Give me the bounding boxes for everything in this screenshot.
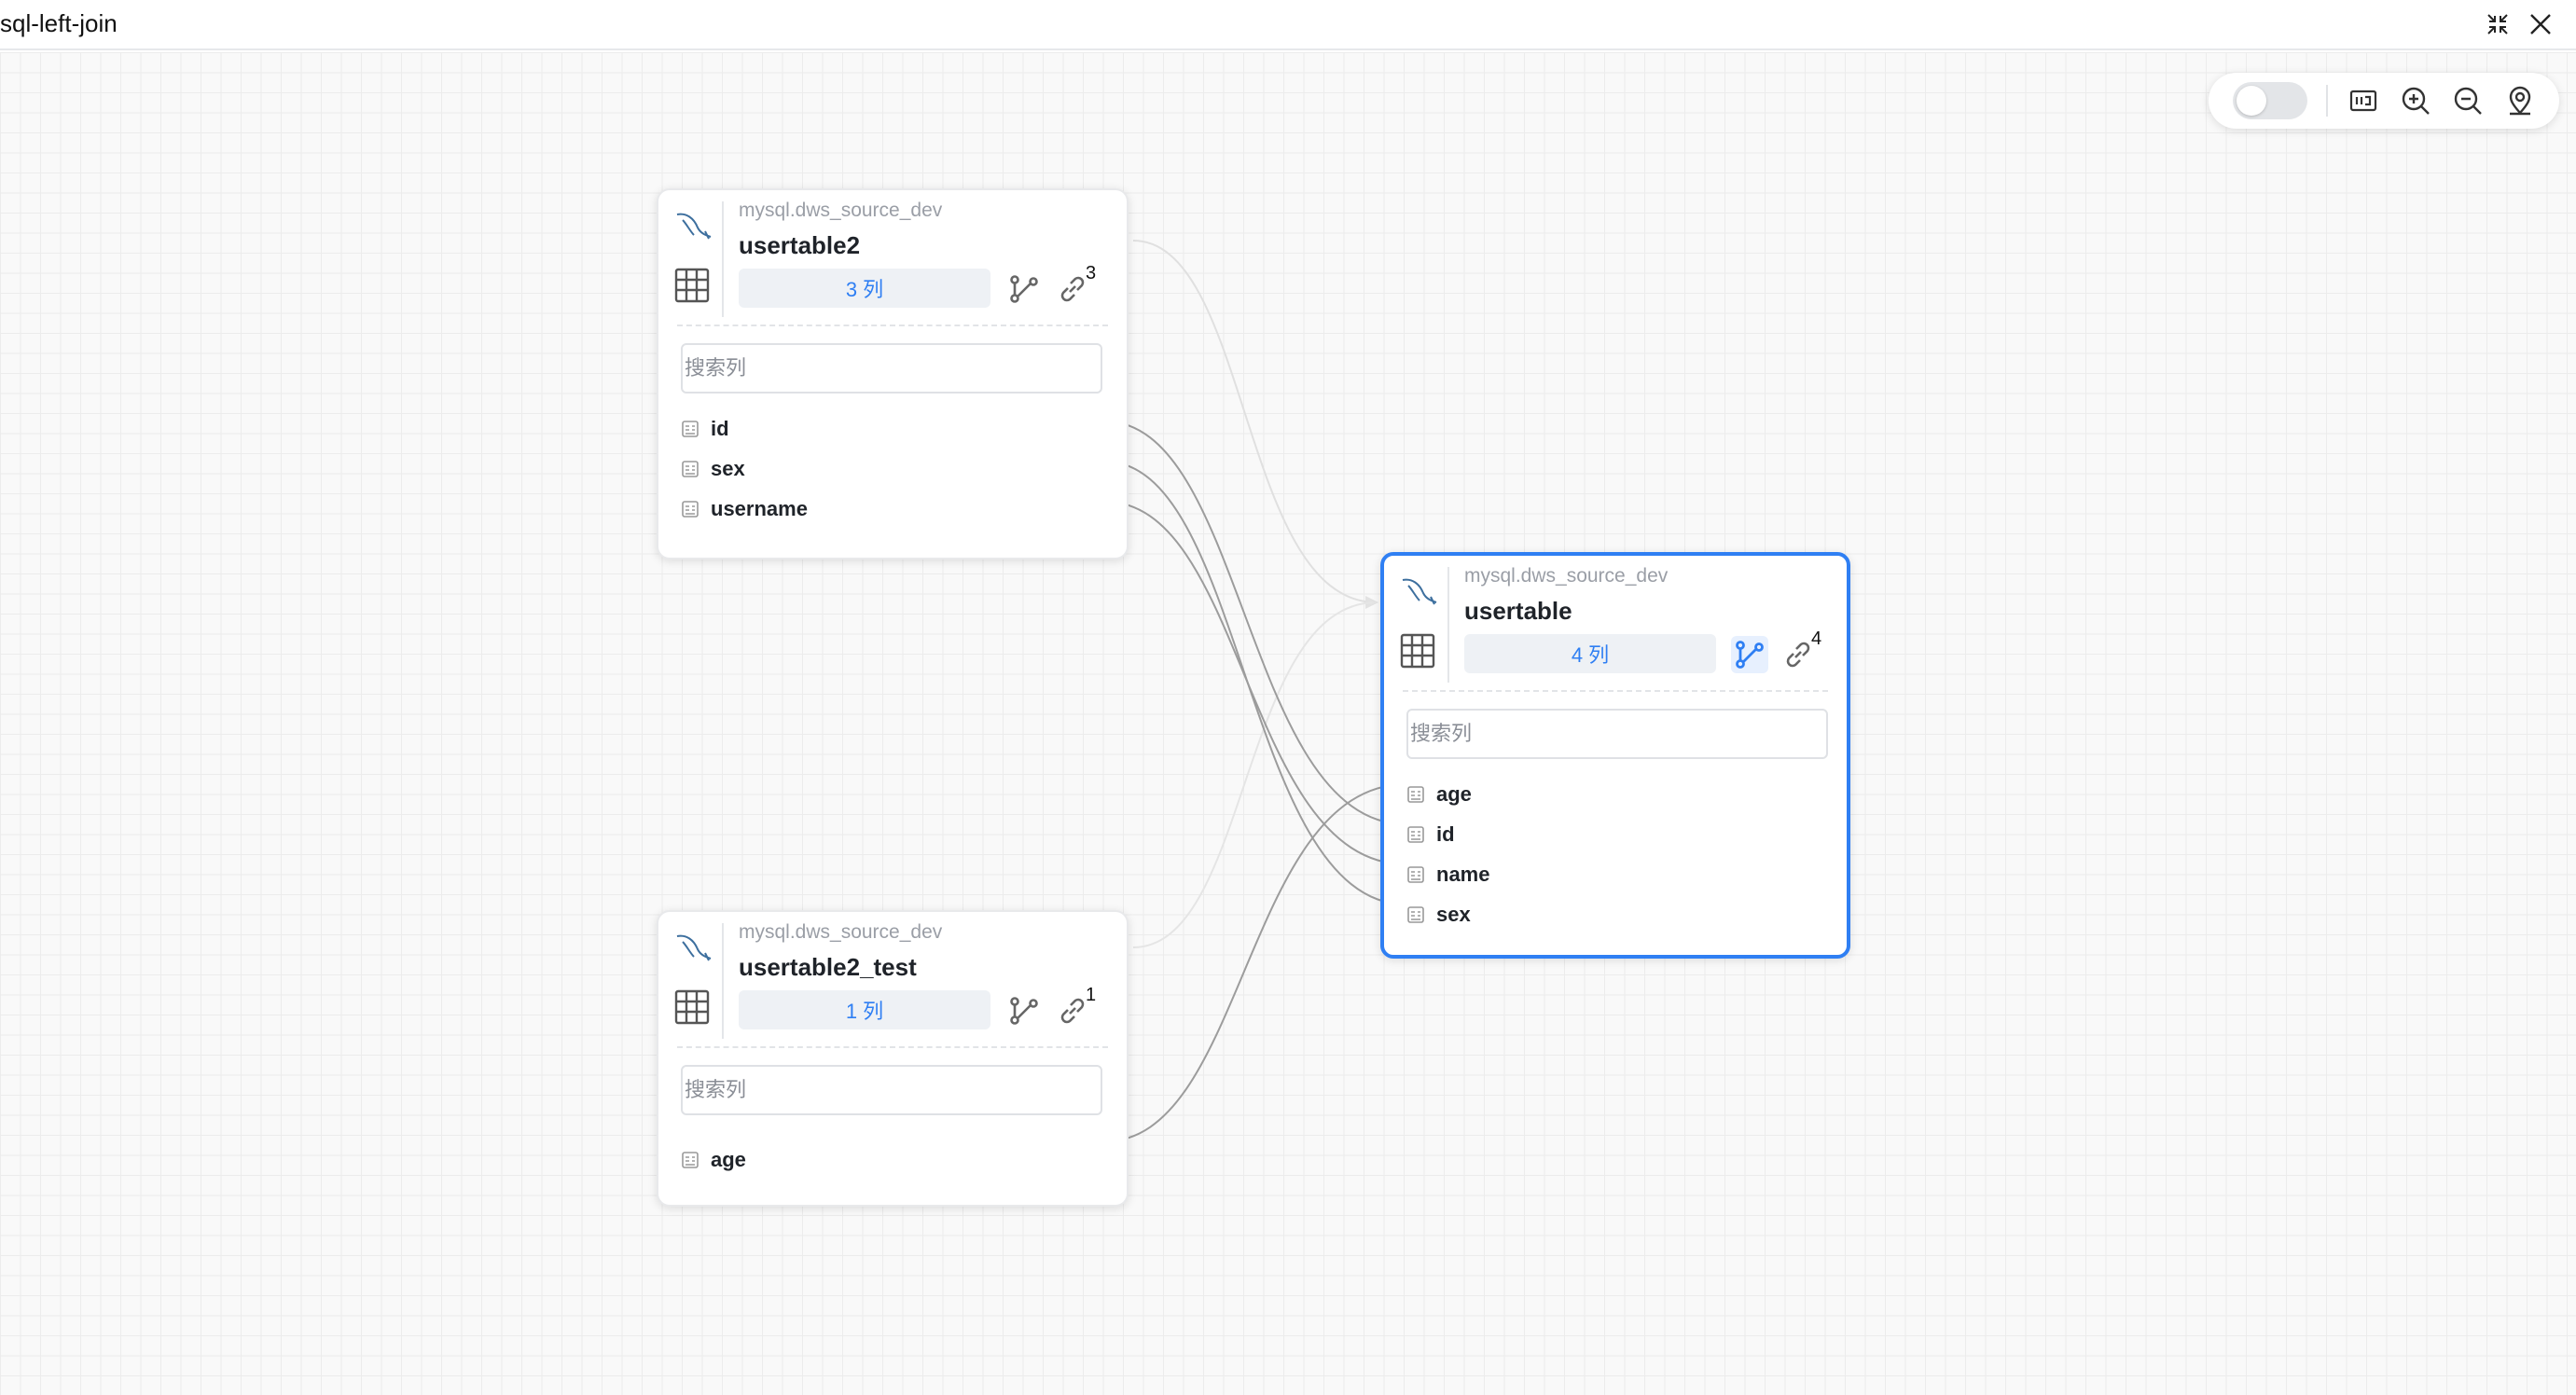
database-name: mysql.dws_source_dev (739, 921, 943, 943)
field-name: age (711, 1147, 746, 1171)
title-bar: sql-left-join (0, 0, 2576, 50)
field-icon (682, 460, 699, 477)
table-edge (1132, 240, 1378, 609)
field-name: age (1436, 781, 1472, 806)
locate-icon[interactable] (2500, 80, 2541, 121)
lineage-canvas[interactable]: mysql.dws_source_dev usertable2 3 列 3 id… (0, 52, 2576, 1395)
table-edge (1132, 601, 1378, 948)
field-icon (682, 500, 699, 518)
link-icon[interactable] (1780, 636, 1817, 673)
dashed-divider (1403, 690, 1828, 692)
field-icon (682, 420, 699, 437)
lineage-edges (1104, 240, 1408, 1142)
table-node-usertable2-test[interactable]: mysql.dws_source_dev usertable2_test 1 列… (657, 910, 1129, 1207)
zoom-out-icon[interactable] (2447, 80, 2488, 121)
field-icon (1407, 865, 1424, 883)
mysql-logo-icon (673, 205, 714, 246)
table-icon (673, 267, 713, 306)
field-row-name[interactable]: name (1406, 854, 1828, 894)
zoom-in-icon[interactable] (2395, 80, 2436, 121)
window-title: sql-left-join (0, 9, 118, 37)
columns-button[interactable]: 1 列 (739, 990, 990, 1029)
search-column-input[interactable] (681, 1065, 1102, 1115)
field-list: age id name sex (1406, 774, 1828, 934)
link-count: 3 (1086, 263, 1097, 283)
field-icon (1407, 905, 1424, 923)
table-name: usertable (1464, 597, 1572, 625)
link-icon[interactable] (1054, 270, 1091, 308)
link-count: 1 (1086, 985, 1097, 1005)
field-name: id (1436, 822, 1455, 846)
field-name: id (711, 416, 729, 440)
toolbar-divider (2326, 85, 2328, 117)
columns-button[interactable]: 3 列 (739, 269, 990, 308)
table-node-usertable2[interactable]: mysql.dws_source_dev usertable2 3 列 3 id… (657, 188, 1129, 559)
field-name: username (711, 496, 808, 520)
mysql-logo-icon (673, 927, 714, 968)
database-name: mysql.dws_source_dev (739, 200, 943, 221)
lineage-icon[interactable] (1005, 270, 1043, 308)
field-row-age[interactable]: age (681, 1139, 1108, 1180)
table-icon (673, 988, 713, 1028)
mysql-logo-icon (1399, 571, 1440, 612)
field-row-sex[interactable]: sex (1406, 894, 1828, 934)
field-edge (1104, 421, 1408, 830)
database-name: mysql.dws_source_dev (1464, 565, 1669, 587)
field-list: age (681, 1139, 1108, 1180)
canvas-toolbar (2209, 73, 2559, 129)
dashed-divider (677, 1046, 1108, 1048)
link-count: 4 (1811, 628, 1822, 649)
view-toggle[interactable] (2233, 82, 2307, 119)
header-divider (722, 201, 724, 317)
field-row-id[interactable]: id (681, 408, 1108, 449)
field-edge (1104, 779, 1408, 1142)
search-column-input[interactable] (1406, 709, 1828, 759)
dashed-divider (677, 325, 1108, 326)
field-row-sex[interactable]: sex (681, 449, 1108, 489)
field-edge (1104, 461, 1408, 910)
header-divider (1447, 567, 1449, 683)
table-name: usertable2 (739, 231, 861, 259)
field-name: name (1436, 862, 1490, 886)
lineage-icon[interactable] (1731, 636, 1768, 673)
field-icon (1407, 825, 1424, 843)
toggle-knob (2237, 86, 2266, 116)
field-row-id[interactable]: id (1406, 814, 1828, 854)
table-node-usertable[interactable]: mysql.dws_source_dev usertable 4 列 4 age… (1380, 552, 1850, 959)
field-icon (1407, 785, 1424, 803)
field-icon (682, 1151, 699, 1168)
field-list: id sex username (681, 408, 1108, 529)
field-name: sex (1436, 902, 1471, 926)
columns-button[interactable]: 4 列 (1464, 634, 1716, 673)
collapse-icon[interactable] (2481, 7, 2514, 41)
header-divider (722, 923, 724, 1039)
field-name: sex (711, 456, 745, 480)
minimap-icon[interactable] (2343, 80, 2384, 121)
link-icon[interactable] (1054, 992, 1091, 1029)
lineage-icon[interactable] (1005, 992, 1043, 1029)
table-icon (1399, 632, 1438, 671)
field-edge (1104, 501, 1408, 870)
field-row-username[interactable]: username (681, 489, 1108, 529)
search-column-input[interactable] (681, 343, 1102, 394)
close-icon[interactable] (2524, 7, 2557, 41)
field-row-age[interactable]: age (1406, 774, 1828, 814)
table-name: usertable2_test (739, 953, 917, 981)
